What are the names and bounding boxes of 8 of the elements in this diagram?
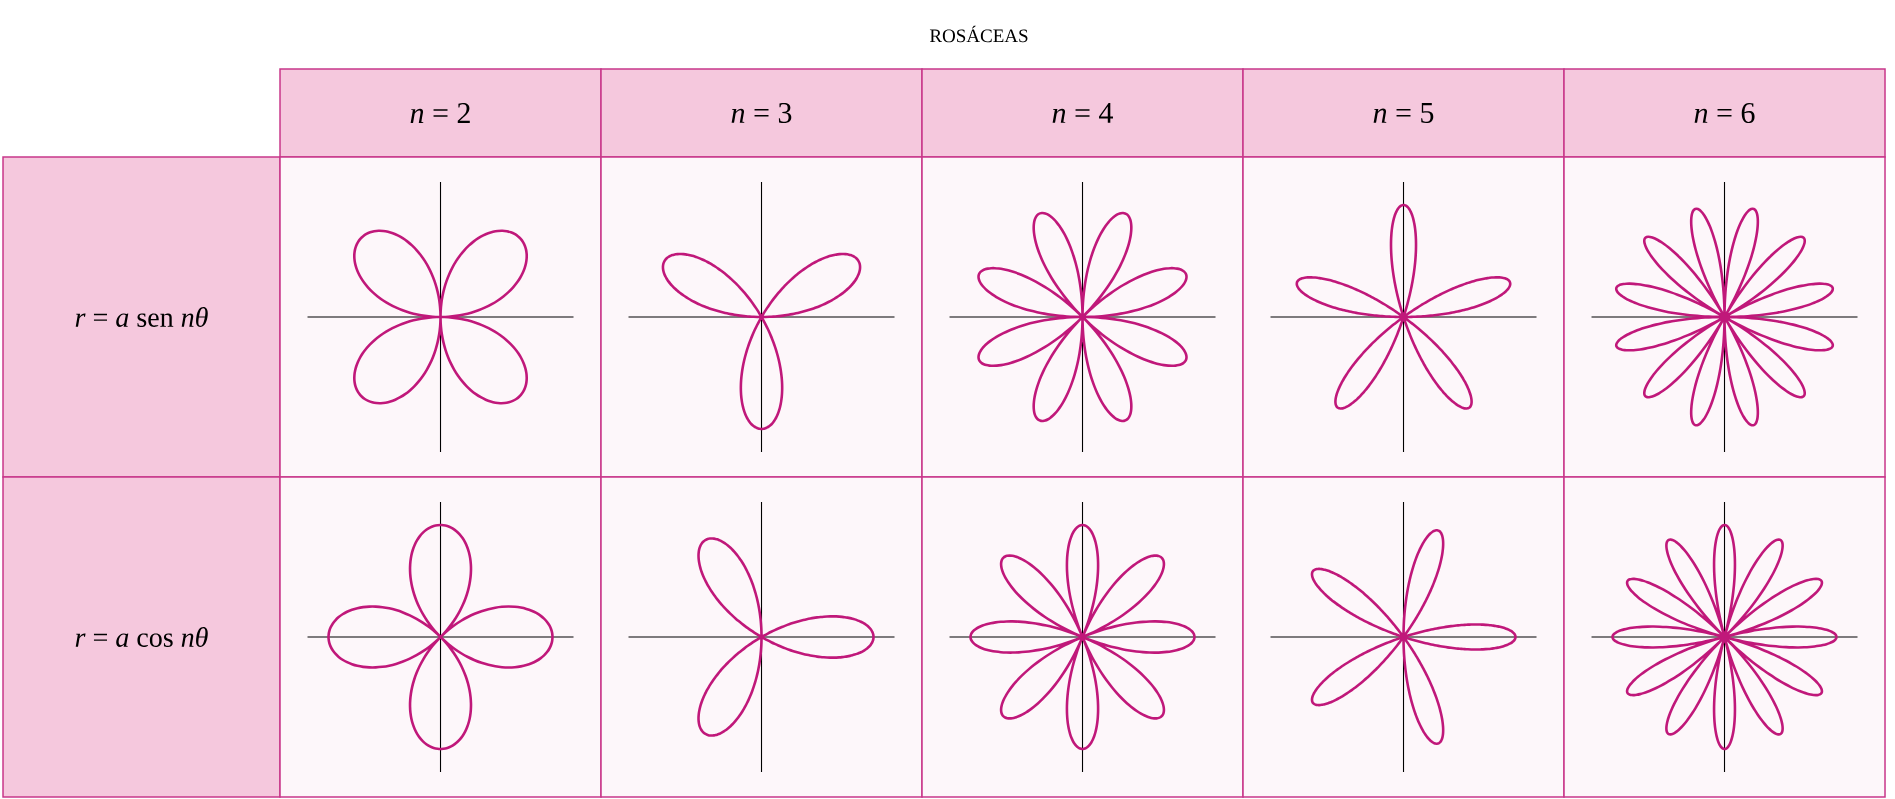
header-cell: n = 4	[921, 68, 1244, 158]
header-cell: n = 3	[600, 68, 923, 158]
header-cell: n = 6	[1563, 68, 1886, 158]
header-cell: n = 2	[279, 68, 602, 158]
row-header-cell: r = a cos nθ	[2, 476, 281, 798]
row-header-cell: r = a sen nθ	[2, 156, 281, 478]
header-cell: n = 5	[1242, 68, 1565, 158]
title: ROSÁCEAS	[929, 25, 1028, 43]
